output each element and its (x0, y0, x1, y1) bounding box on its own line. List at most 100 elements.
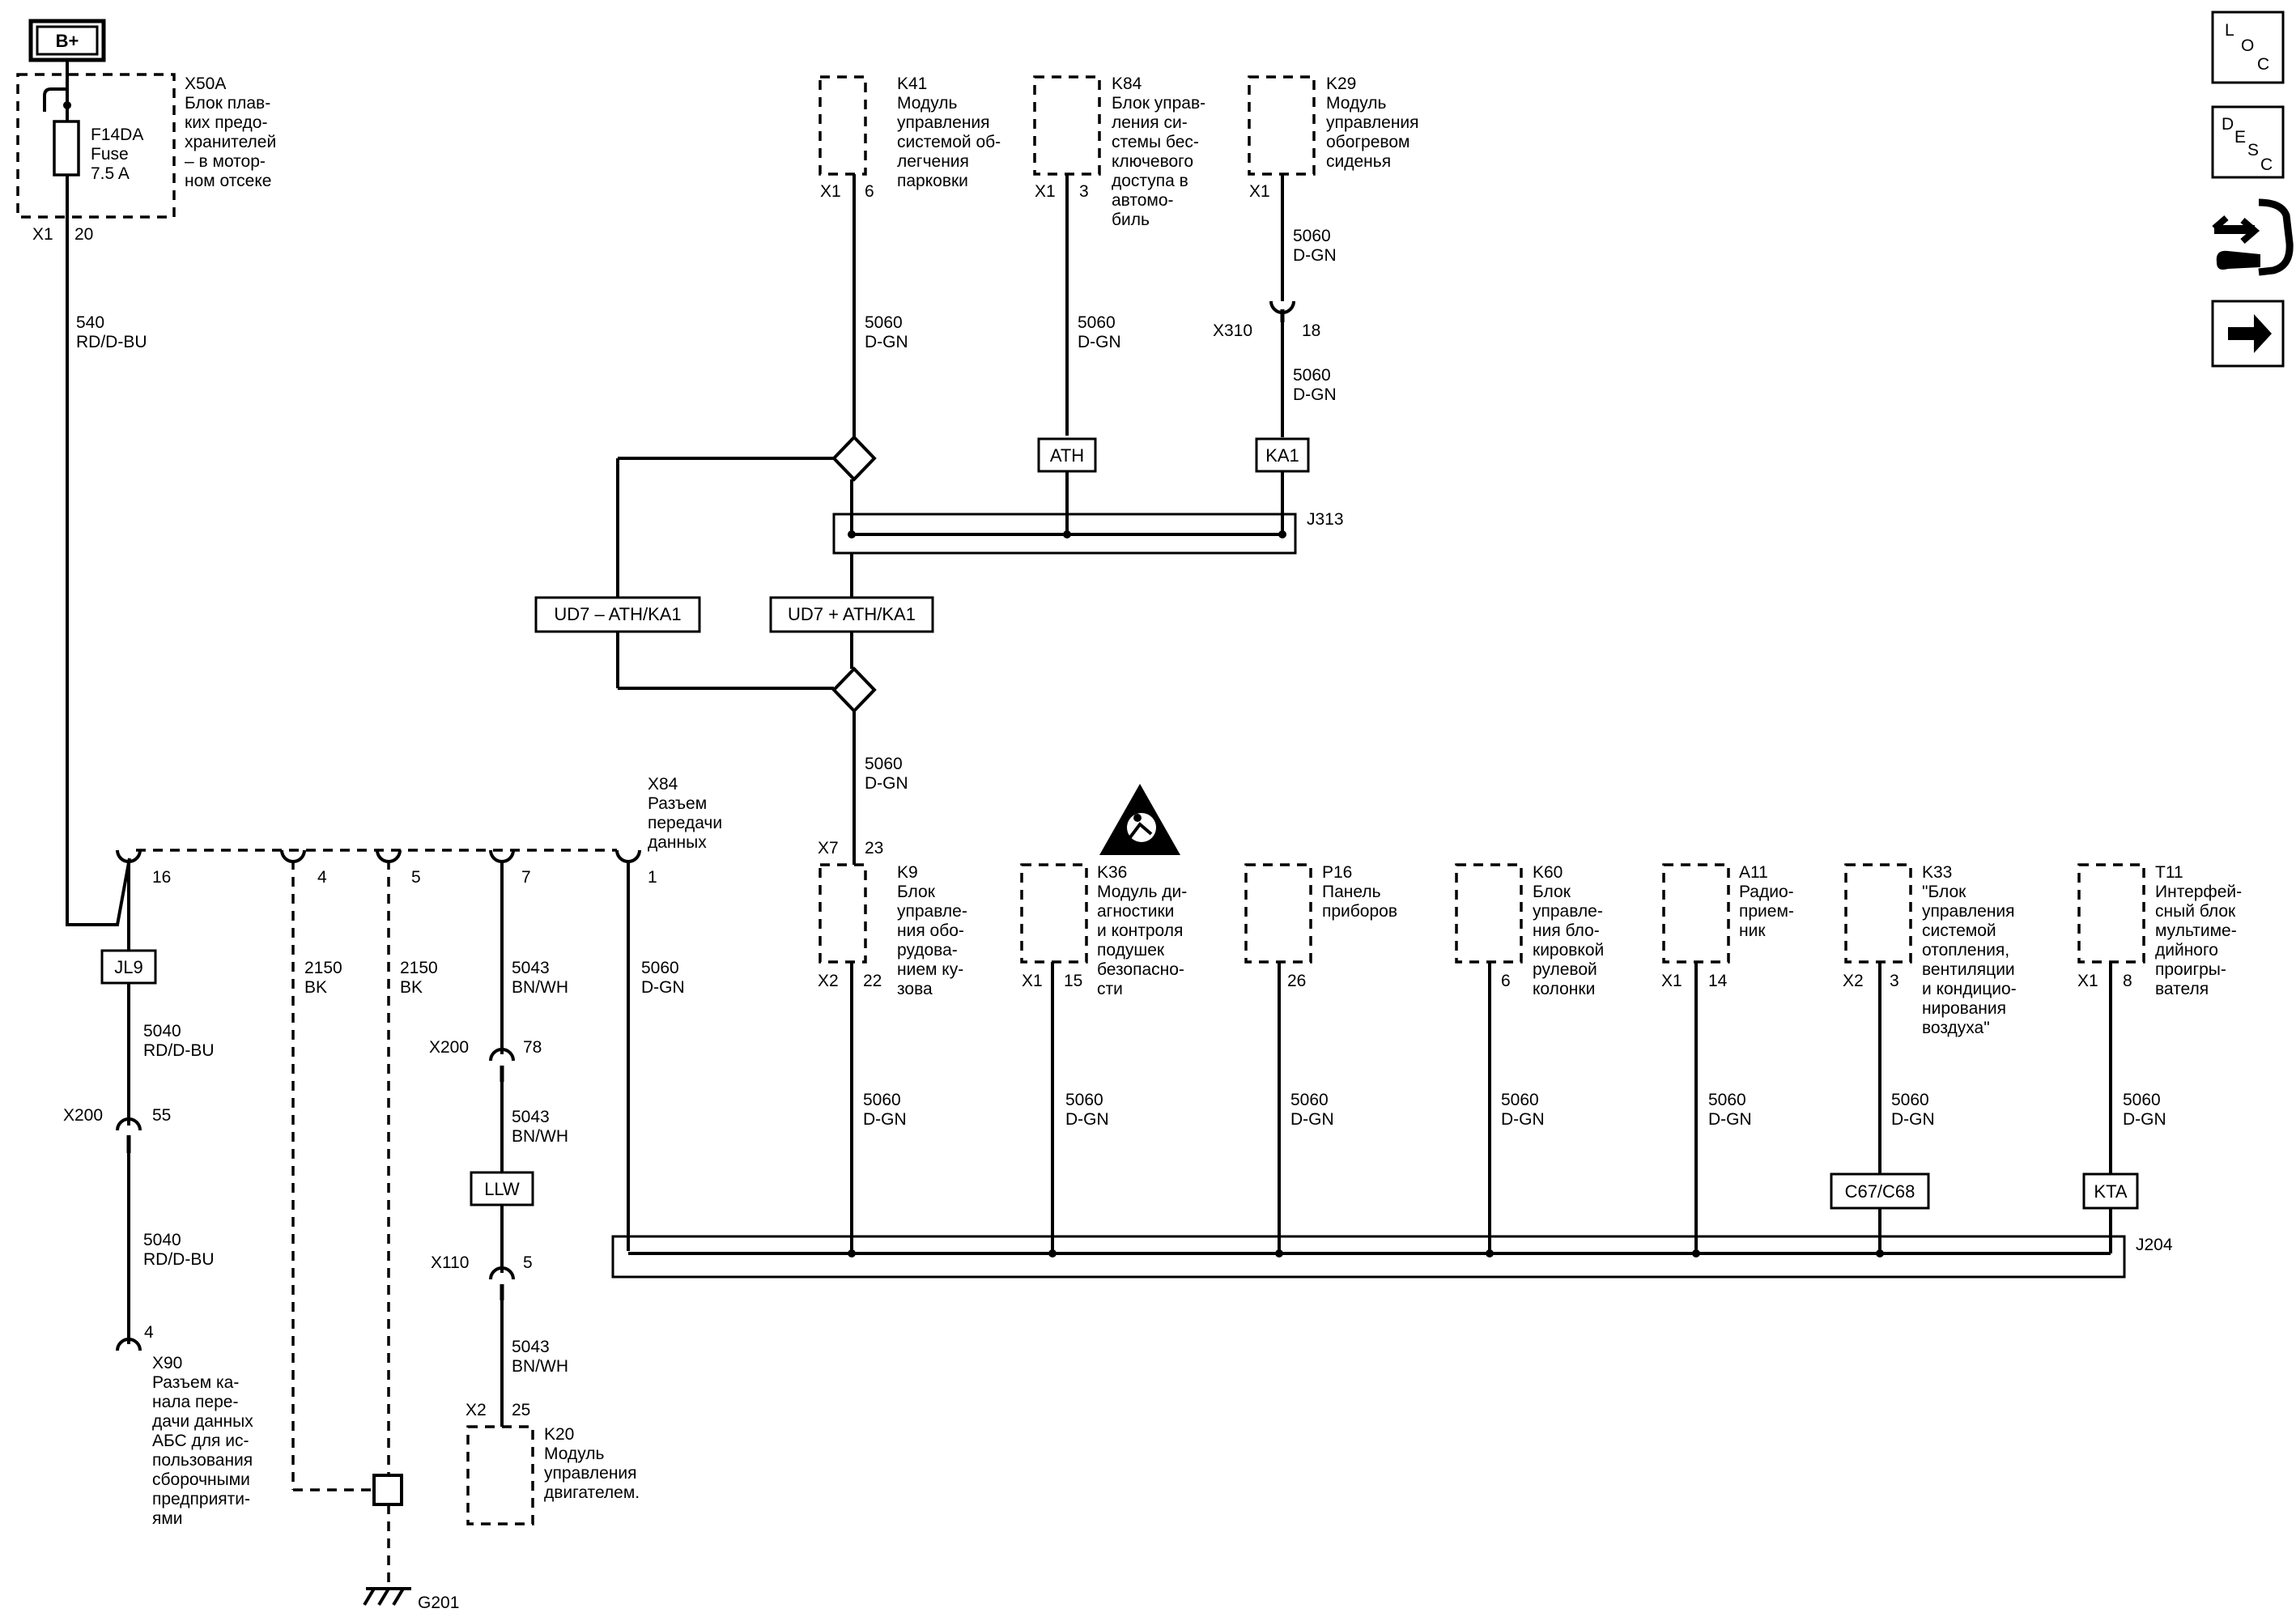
x84-desc-2-label: данных (648, 833, 707, 852)
x84-pins-1-label: 4 (317, 868, 327, 887)
connector-x90-icon (116, 1338, 142, 1351)
options-jl9-label: JL9 (114, 957, 142, 977)
bottom-modules-3-id-label: K60 (1533, 863, 1563, 882)
bottom-modules-0-desc-3-label: рудова- (897, 941, 958, 960)
fuse-block-desc-2: ких предо- (185, 113, 267, 132)
connector-x200-78-icon (489, 1048, 515, 1062)
options-llw-label: LLW (484, 1179, 520, 1199)
bottom-modules-4-desc-0-label: Радио- (1739, 883, 1794, 901)
fuse-junction (43, 87, 67, 112)
wire-5060-num-label: 5060 (1078, 313, 1116, 332)
power-box-inner (36, 25, 99, 56)
bottom-modules-5-id-label: K33 (1922, 863, 1952, 882)
bottom-modules-4-conn-label: X1 (1661, 972, 1682, 990)
x200-78-pin-label: 78 (523, 1038, 542, 1057)
fuse-pin: 20 (74, 225, 93, 244)
wire-540-num: 540 (76, 313, 104, 332)
splice-dot (63, 101, 71, 109)
ground-id-label: G201 (418, 1594, 459, 1612)
wire-2150-color-label: BK (400, 978, 423, 997)
module-k29 (1248, 75, 1316, 176)
wire-5060-color-label: D-GN (1501, 1110, 1545, 1129)
fuse-line-2: Fuse (91, 145, 129, 164)
bottom-modules-2-id-label: P16 (1322, 863, 1352, 882)
top-modules-1-pin-label: 3 (1079, 182, 1089, 201)
splice-dot (1278, 530, 1286, 538)
loc-icon[interactable]: L O C (2211, 11, 2285, 84)
wire-5060-color-label: D-GN (865, 333, 908, 351)
diagram-shape (2211, 105, 2285, 179)
bottom-modules-5-pin-label: 3 (1890, 972, 1899, 990)
desc-icon[interactable]: D E S C (2211, 105, 2285, 179)
splice-j204 (611, 1235, 2126, 1279)
wire-2150-num-label: 2150 (400, 959, 438, 977)
bottom-modules-1-conn-label: X1 (1022, 972, 1043, 990)
splices-j204-label: J204 (2136, 1236, 2173, 1254)
option-jl9 (100, 949, 157, 985)
wire-5060-num-label: 5060 (1290, 1091, 1329, 1109)
fuse-block-id: X50A (185, 74, 226, 93)
x110-conn-label: X110 (431, 1253, 470, 1272)
splice-dot (1486, 1249, 1494, 1257)
wire-2150-num-label: 2150 (304, 959, 342, 977)
fuse-line-1: F14DA (91, 126, 143, 144)
bottom-modules-6-desc-1-label: сный блок (2155, 902, 2236, 921)
top-modules-0-desc-2-label: системой об- (897, 133, 1001, 151)
wire-segment (377, 1587, 390, 1606)
options-ud7-minus-label: UD7 – ATH/KA1 (554, 604, 681, 624)
wire-segment (392, 1587, 405, 1606)
bottom-modules-3-desc-4-label: рулевой (1533, 960, 1597, 979)
wire-540-color: RD/D-BU (76, 333, 147, 351)
wire-5060-color-label: D-GN (1293, 246, 1337, 265)
top-modules-1-conn-label: X1 (1035, 182, 1056, 201)
bottom-modules-1-desc-4-label: безопасно- (1097, 960, 1184, 979)
bottom-modules-6-desc-2-label: мультиме- (2155, 921, 2237, 940)
bottom-modules-0-id-label: K9 (897, 863, 918, 882)
top-modules-0-pin-label: 6 (865, 182, 874, 201)
diagram-shape (2228, 314, 2272, 353)
fuse-block-desc-1: Блок плав- (185, 94, 270, 113)
top-modules-1-id-label: K84 (1112, 74, 1142, 93)
wire-5060-num-label: 5060 (1891, 1091, 1929, 1109)
module-k36 (1020, 863, 1088, 964)
next-arrow-icon[interactable] (2211, 300, 2285, 368)
top-modules-2-desc-1-label: управления (1326, 113, 1419, 132)
x84-pins-3-label: 7 (521, 868, 531, 887)
bottom-modules-5-desc-7-label: воздуха" (1922, 1019, 1990, 1037)
top-modules-1-desc-5-label: автомо- (1112, 191, 1174, 210)
wire-5060-color-label: D-GN (1290, 1110, 1334, 1129)
bottom-modules-0-desc-0-label: Блок (897, 883, 936, 901)
top-modules-1-desc-2-label: стемы бес- (1112, 133, 1199, 151)
bottom-modules-6-pin-label: 8 (2123, 972, 2132, 990)
x84-pins-2-label: 5 (411, 868, 421, 887)
bottom-modules-3-desc-5-label: колонки (1533, 980, 1595, 998)
fuse-block-desc-3: хранителей (185, 133, 276, 151)
bottom-modules-6-desc-0-label: Интерфей- (2155, 883, 2242, 901)
top-modules-1-desc-6-label: биль (1112, 211, 1150, 229)
k20-conn-label: X2 (466, 1401, 487, 1419)
module-t11 (2077, 863, 2145, 964)
splice-dot (1133, 814, 1142, 822)
fuse-line-3: 7.5 A (91, 164, 130, 183)
x90-desc-2-label: дачи данных (152, 1412, 253, 1431)
x90-pin-label: 4 (144, 1323, 154, 1342)
ground-splice (372, 1474, 403, 1506)
wire-5060-color-label: D-GN (1065, 1110, 1109, 1129)
wire-5060-color-label: D-GN (2123, 1110, 2166, 1129)
x90-desc-4-label: пользования (152, 1451, 253, 1470)
options-c67-label: C67/C68 (1845, 1181, 1915, 1202)
bottom-modules-4-pin-label: 14 (1708, 972, 1728, 990)
wire-5060-color-label: D-GN (1078, 333, 1121, 351)
option-diamond-bottom (831, 666, 877, 713)
side-icons-1-parts-3-label: C (2260, 155, 2273, 174)
bottom-modules-0-desc-4-label: нием ку- (897, 960, 963, 979)
top-modules-0-id-label: K41 (897, 74, 927, 93)
ground-g201-icon (363, 1587, 411, 1606)
connector-tool-icon[interactable] (2212, 198, 2294, 276)
options-ath-label: ATH (1050, 445, 1084, 466)
k9-top-conn-label: X7 (818, 839, 839, 857)
bottom-modules-1-id-label: K36 (1097, 863, 1127, 882)
fuse-block-desc-5: ном отсеке (185, 172, 271, 190)
module-k60 (1455, 863, 1523, 964)
